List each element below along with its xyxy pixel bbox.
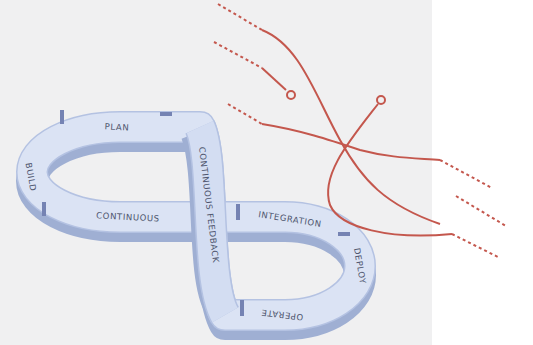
- dashed-line: [440, 160, 492, 188]
- notch: [236, 204, 240, 220]
- segment-label: PLAN: [104, 121, 129, 132]
- wire: [262, 124, 440, 160]
- wire-terminal: [287, 91, 295, 99]
- dashed-line: [456, 196, 506, 226]
- wire: [262, 68, 286, 90]
- infinity-loop: [32, 110, 360, 324]
- dashed-line: [218, 4, 262, 30]
- notch: [42, 202, 46, 216]
- background-panel: [0, 0, 432, 345]
- notch: [338, 232, 350, 236]
- signal-lines: [214, 4, 506, 258]
- notch: [240, 300, 244, 316]
- notch: [160, 112, 172, 116]
- dashed-line: [214, 42, 262, 68]
- dashed-line: [452, 234, 500, 258]
- notch: [60, 110, 64, 124]
- loop-top: [32, 127, 360, 315]
- wire: [262, 30, 440, 224]
- segment-label: CONTINUOUS: [96, 210, 160, 223]
- dashed-line: [228, 104, 262, 124]
- wire-terminal: [377, 96, 385, 104]
- wire: [328, 104, 452, 236]
- loop-edge: [32, 127, 360, 315]
- segment-label: BUILD: [24, 162, 39, 192]
- segment-label: OPERATE: [260, 307, 304, 322]
